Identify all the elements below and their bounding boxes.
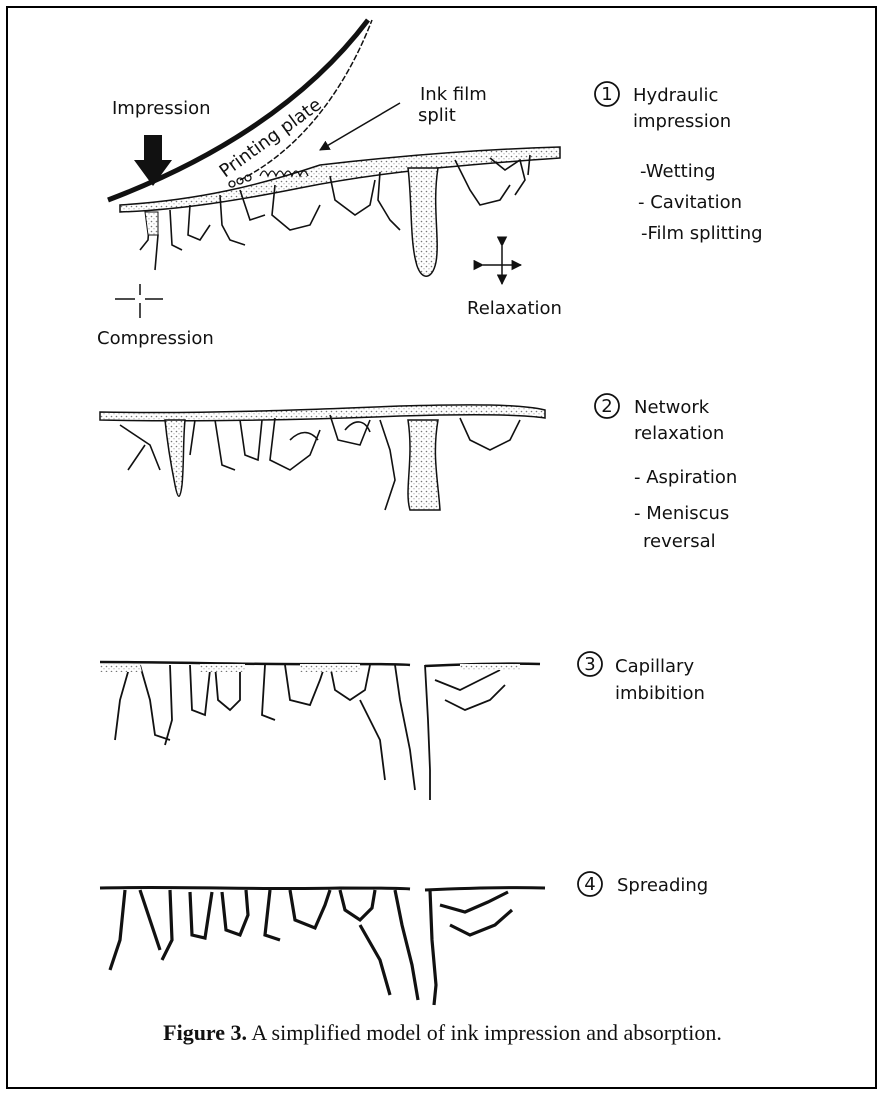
relaxation-label: Relaxation: [467, 298, 562, 319]
stage-2-item-1: - Aspiration: [634, 467, 737, 488]
pore-network-4: [110, 890, 512, 1005]
ink-film-split-arrow: [320, 103, 400, 150]
stage-1-item-2: - Cavitation: [638, 192, 742, 213]
stage-2-title-line-1: Network: [634, 397, 710, 418]
stage-1-drawing: [108, 20, 560, 318]
figure-caption-text: A simplified model of ink impression and…: [247, 1020, 722, 1045]
stage-2-drawing: [100, 405, 545, 510]
impression-label: Impression: [112, 98, 211, 119]
ink-film-2: [100, 405, 545, 421]
stage-3-drawing: [100, 662, 540, 800]
ink-film-split-label-2: split: [418, 105, 456, 126]
stage-2-number: 2: [601, 396, 612, 417]
ink-film-split-label-1: Ink film: [420, 84, 487, 105]
compression-symbol: [115, 284, 163, 318]
stage-1-title-line-2: impression: [633, 111, 731, 132]
relaxation-symbol: [483, 246, 521, 284]
impression-arrow: [134, 135, 172, 186]
ink-channel-2b: [408, 420, 440, 510]
stage-1-item-3: -Film splitting: [641, 223, 763, 244]
stage-2-item-3: reversal: [643, 531, 716, 552]
figure-caption: Figure 3. A simplified model of ink impr…: [0, 1020, 885, 1046]
stage-3-title-line-2: imbibition: [615, 683, 705, 704]
stage-1-number: 1: [601, 84, 612, 105]
stage-1-title-line-1: Hydraulic: [633, 85, 718, 106]
stage-4-title-line-1: Spreading: [617, 875, 708, 896]
compression-label: Compression: [97, 328, 214, 349]
figure-caption-label: Figure 3.: [163, 1020, 247, 1045]
ink-film-4: [100, 887, 545, 890]
stage-3-title-line-1: Capillary: [615, 656, 694, 677]
stage-2-title-line-2: relaxation: [634, 423, 724, 444]
pore-network-3: [115, 665, 505, 800]
stage-4-drawing: [100, 887, 545, 1005]
ink-channel-1: [408, 168, 438, 276]
stage-2-item-2: - Meniscus: [634, 503, 729, 524]
ink-channel-2a: [165, 420, 185, 496]
stage-4-number: 4: [584, 874, 595, 895]
stage-3-number: 3: [584, 654, 595, 675]
stage-1-item-1: -Wetting: [640, 161, 716, 182]
